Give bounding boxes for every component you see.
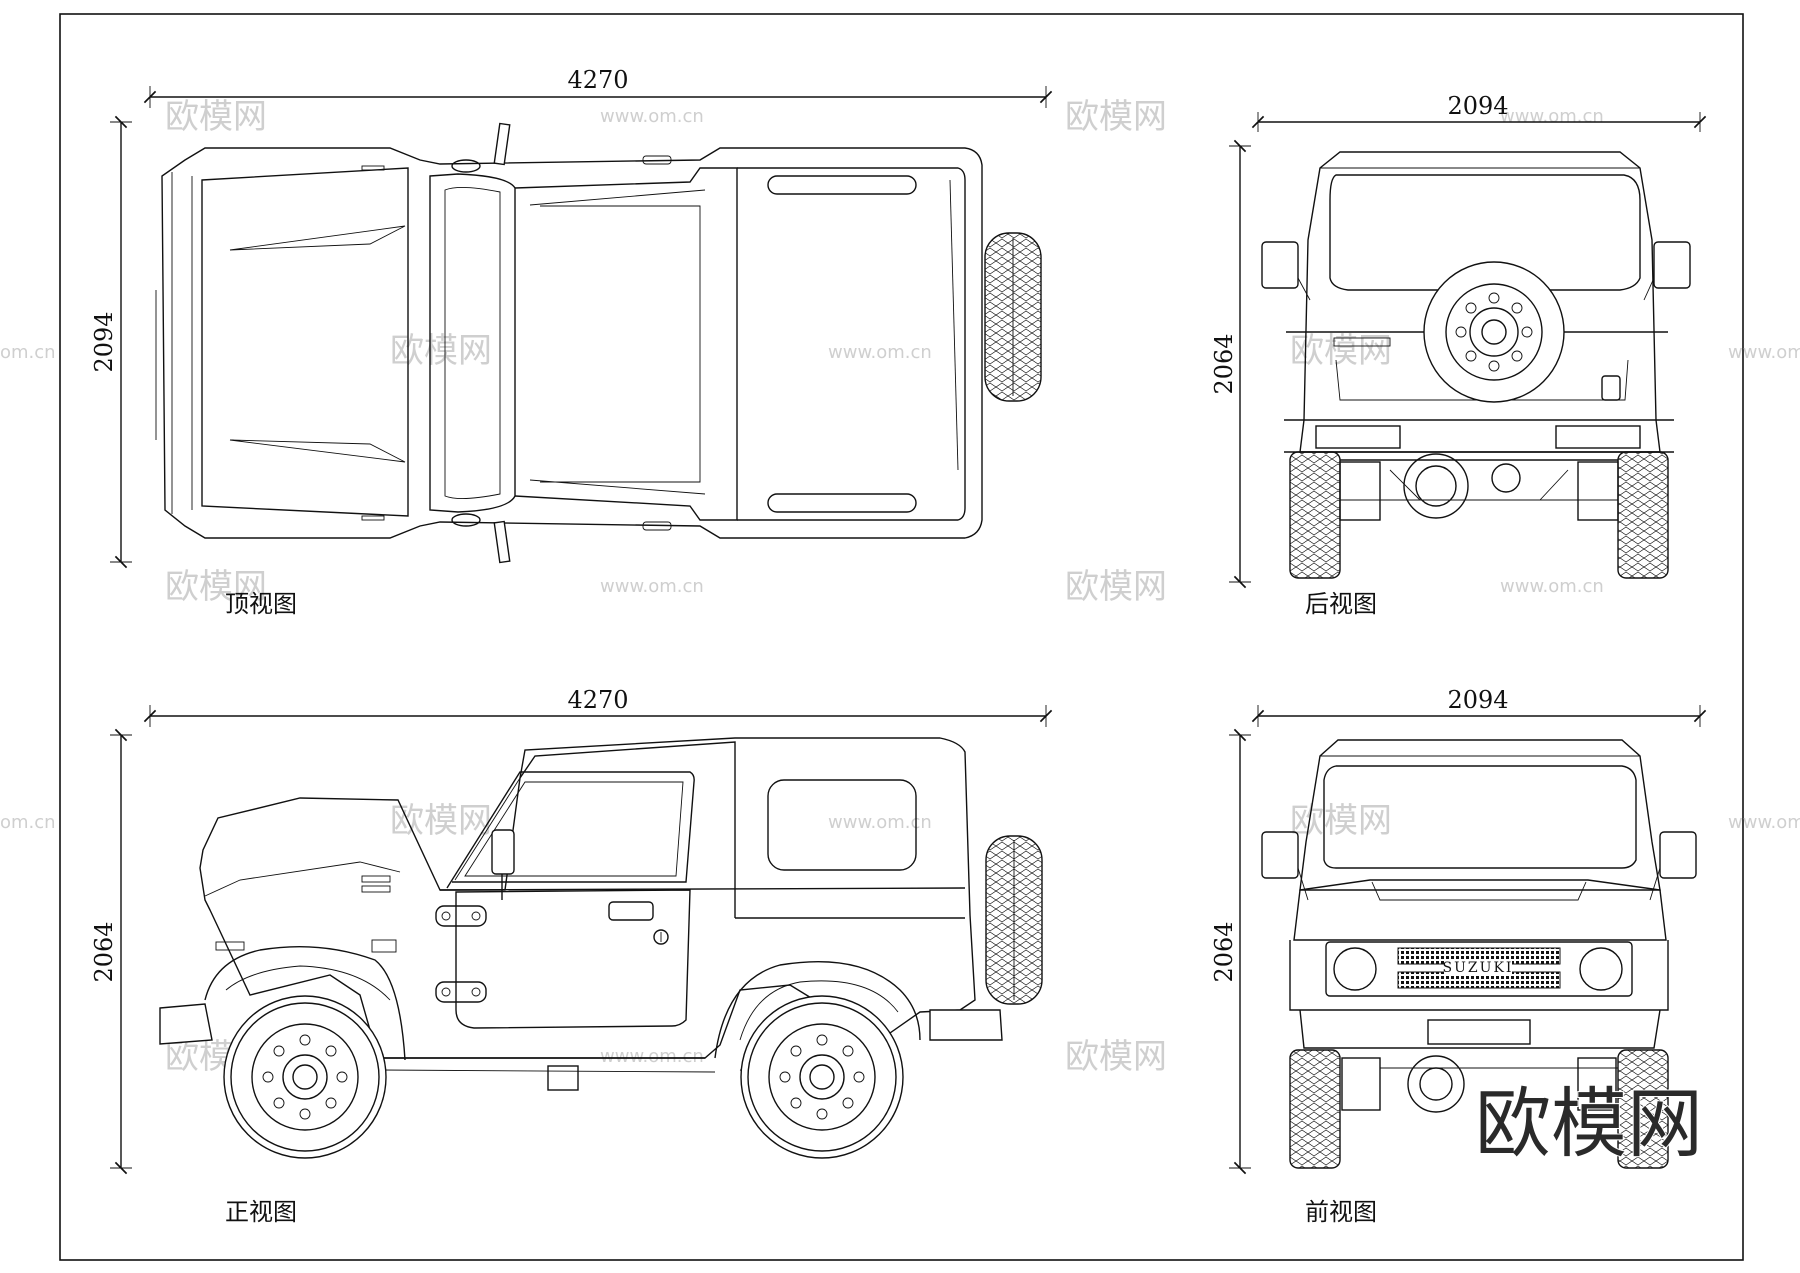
front-view-label: 前视图 xyxy=(1305,1198,1377,1226)
rear-left-tire xyxy=(1289,451,1341,579)
top-view: 4270 2094 xyxy=(90,66,1053,618)
top-width-dimension: 2094 xyxy=(90,311,118,372)
svg-text:www.om.cn: www.om.cn xyxy=(1500,576,1604,597)
side-view-label: 正视图 xyxy=(225,1198,297,1226)
rear-view: 2094 2064 xyxy=(1210,92,1707,618)
sheet-border xyxy=(59,13,1744,1261)
side-rear-wheel xyxy=(740,995,904,1159)
front-height-dimension: 2064 xyxy=(1210,921,1238,982)
top-view-label: 顶视图 xyxy=(225,590,297,618)
front-left-tire xyxy=(1289,1049,1341,1169)
svg-text:www.om.cn: www.om.cn xyxy=(1728,812,1800,833)
side-length-dimension: 4270 xyxy=(567,686,628,714)
svg-text:欧模网: 欧模网 xyxy=(165,567,267,607)
front-width-dimension: 2094 xyxy=(1447,686,1508,714)
svg-text:欧模网: 欧模网 xyxy=(390,801,492,841)
side-view: 4270 2064 xyxy=(90,686,1053,1226)
svg-text:欧模网: 欧模网 xyxy=(1065,97,1167,137)
svg-text:欧模网: 欧模网 xyxy=(1065,567,1167,607)
front-right-tire xyxy=(1617,1049,1669,1169)
side-front-wheel xyxy=(223,995,387,1159)
rear-spare-tire xyxy=(1423,261,1565,403)
svg-text:欧模网: 欧模网 xyxy=(1065,1037,1167,1077)
svg-text:欧模网: 欧模网 xyxy=(1290,801,1392,841)
svg-text:www.om.cn: www.om.cn xyxy=(600,106,704,127)
rear-view-label: 后视图 xyxy=(1305,590,1377,618)
rear-height-dimension: 2064 xyxy=(1210,333,1238,394)
svg-text:www.om.cn: www.om.cn xyxy=(600,576,704,597)
rear-width-dimension: 2094 xyxy=(1447,92,1508,120)
corner-watermark: 欧模网 xyxy=(1475,1079,1703,1168)
watermarks: 欧模网 www.om.cn 欧模网 www.om.cn om.cn 欧模网 ww… xyxy=(0,97,1800,1077)
top-length-dimension: 4270 xyxy=(567,66,628,94)
svg-text:www.om.cn: www.om.cn xyxy=(828,812,932,833)
svg-text:www.om.cn: www.om.cn xyxy=(828,342,932,363)
svg-text:om.cn: om.cn xyxy=(0,812,56,833)
svg-text:www.om.cn: www.om.cn xyxy=(600,1046,704,1067)
front-brand-badge: SUZUKI xyxy=(1443,960,1514,976)
svg-text:www.om.cn: www.om.cn xyxy=(1728,342,1800,363)
rear-right-tire xyxy=(1617,451,1669,579)
svg-text:欧模网: 欧模网 xyxy=(165,97,267,137)
svg-text:om.cn: om.cn xyxy=(0,342,56,363)
svg-text:欧模网: 欧模网 xyxy=(390,331,492,371)
svg-text:www.om.cn: www.om.cn xyxy=(1500,106,1604,127)
side-height-dimension: 2064 xyxy=(90,921,118,982)
front-view: 2094 2064 SUZUKI xyxy=(1210,686,1707,1226)
